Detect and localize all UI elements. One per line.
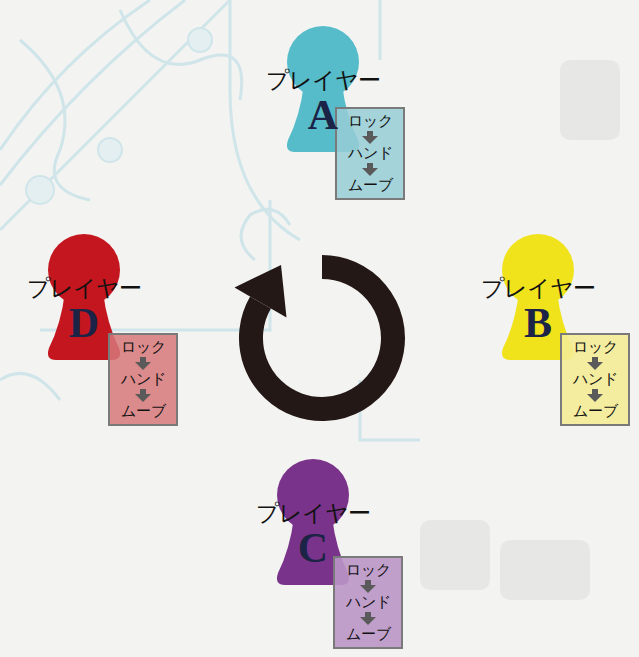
down-arrow bbox=[360, 580, 376, 593]
phase-label: ハンド bbox=[121, 370, 166, 389]
phase-label: ロック bbox=[348, 112, 393, 131]
phase-label: ハンド bbox=[573, 370, 618, 389]
phase-label: ロック bbox=[573, 338, 618, 357]
down-arrow bbox=[135, 389, 151, 402]
player-label: プレイヤー bbox=[27, 274, 141, 302]
phase-label: ムーブ bbox=[348, 176, 393, 195]
phase-label: ムーブ bbox=[121, 402, 166, 421]
phase-box: ロックハンドムーブ bbox=[560, 333, 630, 426]
player-letter: B bbox=[524, 302, 552, 344]
phase-box: ロックハンドムーブ bbox=[333, 556, 403, 649]
phase-label: ハンド bbox=[346, 593, 391, 612]
phase-box: ロックハンドムーブ bbox=[108, 333, 178, 426]
phase-label: ムーブ bbox=[346, 625, 391, 644]
phase-label: ロック bbox=[346, 561, 391, 580]
down-arrow bbox=[360, 612, 376, 625]
phase-box: ロックハンドムーブ bbox=[335, 107, 405, 200]
phase-label: ハンド bbox=[348, 144, 393, 163]
down-arrow bbox=[135, 357, 151, 370]
ornament bbox=[0, 0, 420, 440]
down-arrow bbox=[362, 163, 378, 176]
player-label: プレイヤー bbox=[256, 499, 370, 527]
phase-label: ロック bbox=[121, 338, 166, 357]
player-letter: D bbox=[69, 302, 99, 344]
player-letter: A bbox=[308, 94, 338, 136]
down-arrow bbox=[587, 357, 603, 370]
player-label: プレイヤー bbox=[481, 274, 595, 302]
down-arrow bbox=[362, 131, 378, 144]
phase-label: ムーブ bbox=[573, 402, 618, 421]
turn-order-arrow bbox=[235, 265, 393, 409]
player-letter: C bbox=[298, 527, 328, 569]
down-arrow bbox=[587, 389, 603, 402]
player-label: プレイヤー bbox=[266, 66, 380, 94]
